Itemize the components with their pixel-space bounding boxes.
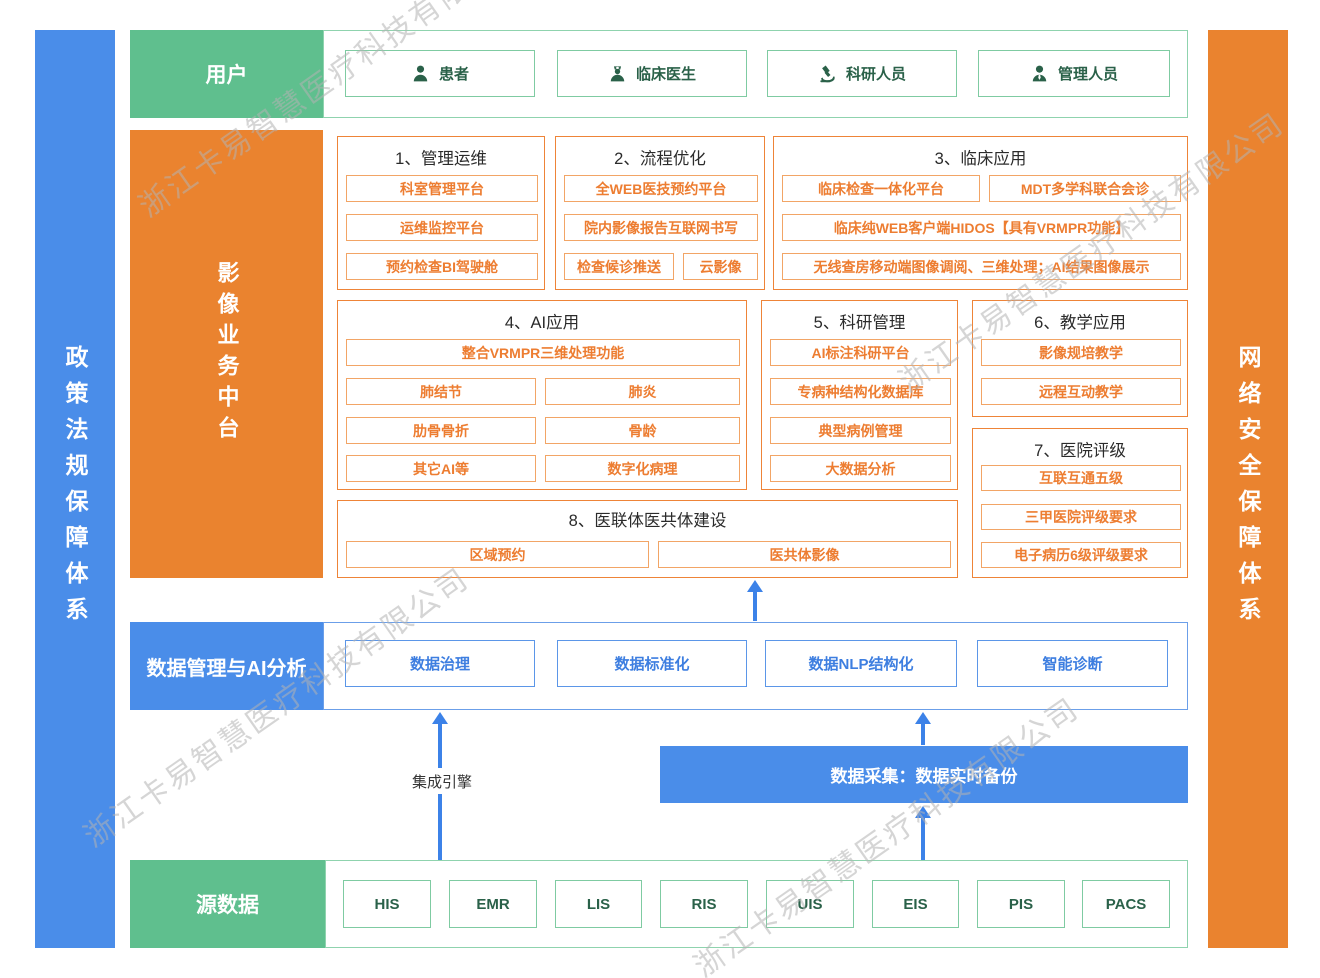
- platform-item: 肺结节: [346, 378, 536, 405]
- microscope-icon: [818, 64, 837, 83]
- group-title: 4、AI应用: [504, 314, 580, 332]
- user-item-label: 患者: [438, 66, 469, 83]
- data-mgmt-item: 数据标准化: [557, 640, 747, 687]
- platform-item: 典型病例管理: [770, 417, 951, 444]
- group-title: 1、管理运维: [395, 150, 487, 168]
- left-policy-bar-label: 政策法规保障体系: [62, 345, 88, 633]
- platform-item: 科室管理平台: [346, 175, 538, 202]
- data-mgmt-item: 数据治理: [345, 640, 535, 687]
- platform-item: 云影像: [683, 253, 758, 280]
- group-title: 6、教学应用: [1034, 314, 1126, 332]
- platform-section-label-text: 影像业务中台: [214, 261, 240, 447]
- platform-item: 检查候诊推送: [564, 253, 674, 280]
- group-medical-alliance: 8、医联体医共体建设 区域预约 医共体影像: [337, 500, 958, 578]
- group-ai-application: 4、AI应用 整合VRMPR三维处理功能 肺结节 肺炎 肋骨骨折 骨龄 其它AI…: [337, 300, 747, 490]
- user-item-label: 管理人员: [1057, 66, 1118, 83]
- platform-item: 三甲医院评级要求: [981, 504, 1181, 530]
- left-policy-bar: 政策法规保障体系: [35, 30, 115, 948]
- platform-item: 专病种结构化数据库: [770, 378, 951, 405]
- platform-item: 肋骨骨折: [346, 417, 536, 444]
- platform-item: 其它AI等: [346, 455, 536, 482]
- user-item-doctor: 临床医生: [557, 50, 747, 97]
- group-hospital-rating: 7、医院评级 互联互通五级 三甲医院评级要求 电子病历6级评级要求: [972, 428, 1188, 578]
- platform-section-label: 影像业务中台: [130, 130, 323, 578]
- platform-item: 预约检查BI驾驶舱: [346, 253, 538, 280]
- data-mgmt-item: 数据NLP结构化: [765, 640, 957, 687]
- platform-item: 医共体影像: [658, 541, 951, 568]
- platform-item: 运维监控平台: [346, 214, 538, 241]
- group-research-management: 5、科研管理 AI标注科研平台 专病种结构化数据库 典型病例管理 大数据分析: [761, 300, 958, 490]
- user-item-label: 科研人员: [845, 66, 906, 83]
- platform-item: 互联互通五级: [981, 465, 1181, 491]
- group-title: 2、流程优化: [614, 150, 706, 168]
- platform-item: 电子病历6级评级要求: [981, 542, 1181, 568]
- users-section-label: 用户: [130, 30, 323, 118]
- group-teaching-application: 6、教学应用 影像规培教学 远程互动教学: [972, 300, 1188, 417]
- group-process-optimization: 2、流程优化 全WEB医技预约平台 院内影像报告互联网书写 检查候诊推送 云影像: [555, 136, 765, 290]
- platform-item: 影像规培教学: [981, 339, 1181, 366]
- platform-item: 肺炎: [545, 378, 740, 405]
- user-item-researcher: 科研人员: [767, 50, 957, 97]
- data-mgmt-item: 智能诊断: [977, 640, 1168, 687]
- source-item: LIS: [555, 880, 642, 928]
- data-mgmt-section-label: 数据管理与AI分析: [130, 622, 323, 710]
- source-item: HIS: [343, 880, 431, 928]
- right-security-bar-label: 网络安全保障体系: [1235, 345, 1261, 633]
- platform-item: 大数据分析: [770, 455, 951, 482]
- data-collection-box: 数据采集：数据实时备份: [660, 746, 1188, 803]
- integration-engine-label: 集成引擎: [403, 768, 481, 794]
- group-management-ops: 1、管理运维 科室管理平台 运维监控平台 预约检查BI驾驶舱: [337, 136, 545, 290]
- group-clinical-application: 3、临床应用 临床检查一体化平台 MDT多学科联合会诊 临床纯WEB客户端HID…: [773, 136, 1188, 290]
- user-item-label: 临床医生: [635, 66, 696, 83]
- group-title: 7、医院评级: [1034, 442, 1126, 460]
- platform-item: 无线查房移动端图像调阅、三维处理；AI结果图像展示: [782, 253, 1181, 280]
- platform-item: 远程互动教学: [981, 378, 1181, 405]
- platform-item: 整合VRMPR三维处理功能: [346, 339, 740, 366]
- platform-item: 骨龄: [545, 417, 740, 444]
- right-security-bar: 网络安全保障体系: [1208, 30, 1288, 948]
- platform-item: AI标注科研平台: [770, 339, 951, 366]
- source-item: RIS: [660, 880, 748, 928]
- platform-item: 临床纯WEB客户端HIDOS【具有VRMPR功能】: [782, 214, 1181, 241]
- group-title: 5、科研管理: [813, 314, 906, 332]
- group-title: 8、医联体医共体建设: [568, 512, 727, 530]
- source-item: EMR: [449, 880, 537, 928]
- source-item: PACS: [1082, 880, 1170, 928]
- platform-item: 全WEB医技预约平台: [564, 175, 758, 202]
- patient-icon: [411, 64, 430, 83]
- source-item: UIS: [766, 880, 854, 928]
- manager-icon: [1030, 64, 1049, 83]
- source-data-section-label: 源数据: [130, 860, 325, 948]
- source-item: EIS: [872, 880, 959, 928]
- user-item-patient: 患者: [345, 50, 535, 97]
- platform-item: 区域预约: [346, 541, 649, 568]
- platform-item: 数字化病理: [545, 455, 740, 482]
- group-title: 3、临床应用: [934, 150, 1027, 168]
- user-item-manager: 管理人员: [978, 50, 1170, 97]
- platform-item: 临床检查一体化平台: [782, 175, 980, 202]
- platform-item: 院内影像报告互联网书写: [564, 214, 758, 241]
- platform-item: MDT多学科联合会诊: [989, 175, 1181, 202]
- doctor-icon: [608, 64, 627, 83]
- source-item: PIS: [977, 880, 1065, 928]
